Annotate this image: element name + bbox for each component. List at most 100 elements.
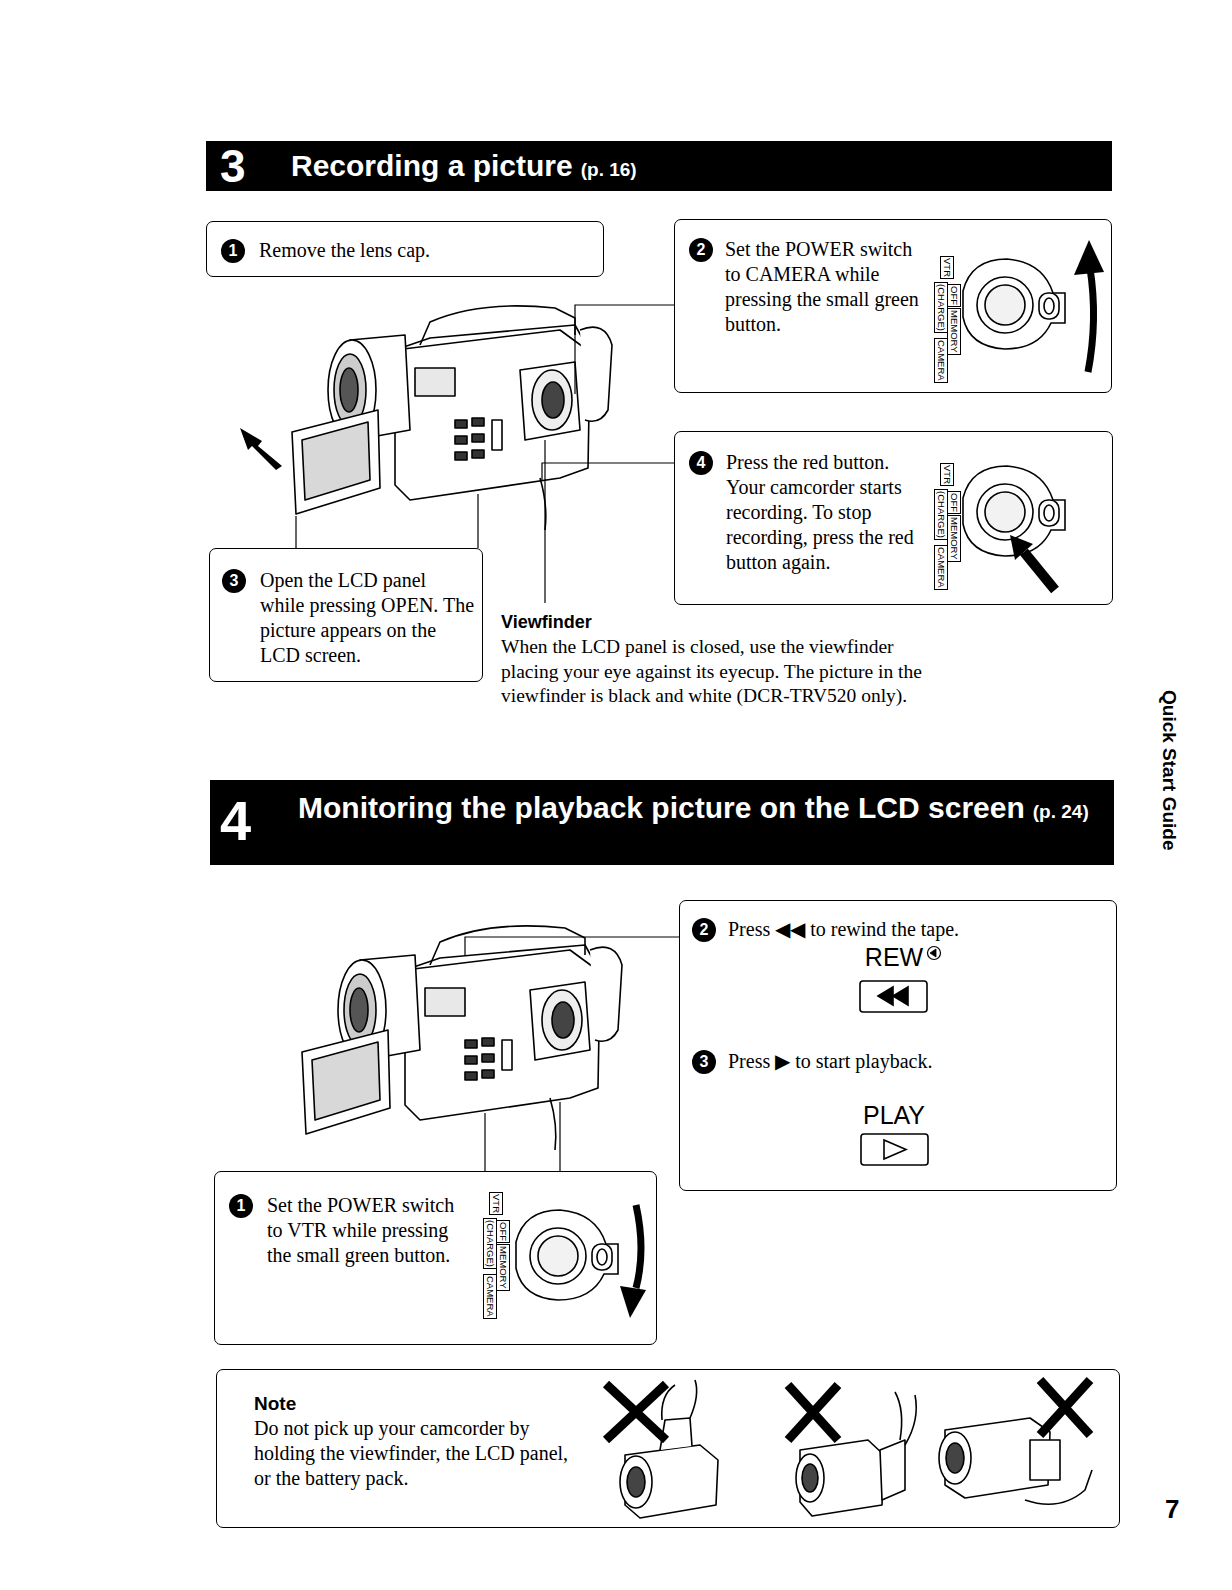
page-number: 7 — [1165, 1494, 1179, 1524]
switch-position-label: VTR — [489, 1192, 503, 1215]
switch-position-label: VTR — [940, 256, 954, 279]
text-group: 3 — [220, 141, 270, 191]
wrong-handling-illustration — [880, 1440, 905, 1500]
leader-line — [484, 1113, 485, 1171]
step-text: Do not pick up your camcorder by holding… — [254, 1416, 584, 1491]
text-group: Note — [254, 1392, 454, 1416]
cross-mark — [606, 1380, 1090, 1440]
leader-line — [542, 463, 674, 480]
camcorder-illustration — [292, 306, 612, 530]
text-group: REW — [834, 942, 954, 972]
direction-arrow — [1088, 268, 1094, 372]
wrong-handling-illustration — [620, 1380, 1092, 1518]
step-text: Open the LCD panel while pressing OPEN. … — [260, 568, 475, 668]
step-text: Press ◀◀ to rewind the tape. — [728, 917, 1088, 942]
section-heading: Recording a picture — [291, 149, 573, 182]
switch-position-label: OFF — [947, 284, 961, 307]
direction-arrow — [1074, 240, 1104, 275]
switch-position-label: CAMERA — [934, 545, 948, 590]
page-reference: (p. 16) — [581, 159, 637, 180]
step-number: 1 — [229, 1194, 253, 1218]
text-group: 1 — [221, 239, 247, 263]
text-group: 4 — [689, 451, 715, 475]
leader-line — [575, 305, 674, 394]
text-group: Do not pick up your camcorder by holding… — [254, 1416, 584, 1491]
step-box: 2 Press ◀◀ to rewind the tape.REW 3 Press ▶… — [679, 900, 1117, 1191]
switch-position-label: CAMERA — [483, 1274, 497, 1319]
switch-position-label: (CHARGE) — [483, 1218, 497, 1269]
step-box: 2 Set the POWER switch to CAMERA while pr… — [674, 219, 1112, 393]
wrong-handling-illustration — [946, 1443, 964, 1473]
text-group: Recording a picture (p. 16) — [291, 148, 1091, 184]
button-symbol — [861, 1134, 928, 1165]
text-group: PLAY — [834, 1100, 954, 1130]
switch-position-label: (CHARGE) — [934, 282, 948, 333]
step-text: Press the red button. Your camcorder sta… — [726, 450, 926, 575]
switch-position-label: CAMERA — [934, 338, 948, 383]
wrong-handling-illustration — [1030, 1440, 1060, 1480]
text-group: 4 — [220, 786, 280, 856]
step-number: 2 — [689, 238, 713, 262]
section-number: 4 — [220, 786, 280, 856]
button-symbol — [884, 1140, 906, 1159]
text-group: Open the LCD panel while pressing OPEN. … — [260, 568, 475, 668]
step-number: 4 — [689, 451, 713, 475]
text-group: Set the POWER switch to CAMERA while pre… — [725, 237, 920, 337]
power-switch-illustration — [963, 259, 1065, 349]
text-group: 3 — [222, 569, 248, 593]
direction-arrow — [620, 240, 1104, 1318]
note-box: NoteDo not pick up your camcorder by hol… — [216, 1369, 1120, 1528]
leader-line — [465, 937, 679, 956]
step-box: 1 Set the POWER switch to VTR while press… — [214, 1171, 657, 1345]
text-group: Monitoring the playback picture on the L… — [298, 793, 1098, 823]
text-group: Press the red button. Your camcorder sta… — [726, 450, 926, 575]
switch-position-label: OFF — [496, 1220, 510, 1243]
callout-text: When the LCD panel is closed, use the vi… — [501, 635, 941, 709]
cross-mark — [1040, 1380, 1090, 1435]
step-box: 4 Press the red button. Your camcorder st… — [674, 431, 1113, 605]
power-switch-illustration — [516, 1210, 618, 1300]
text-group: 2 — [692, 918, 718, 942]
step-text: Set the POWER switch to VTR while pressi… — [267, 1193, 472, 1268]
switch-position-label: OFF — [947, 491, 961, 514]
text-group: 1 — [229, 1194, 255, 1218]
text-group: Press ◀◀ to rewind the tape. — [728, 917, 1088, 942]
step-text: Remove the lens cap. — [259, 238, 594, 263]
page-reference: (p. 24) — [1033, 801, 1089, 822]
switch-position-label: VTR — [940, 463, 954, 486]
wrong-handling-illustration — [895, 1392, 916, 1445]
camcorder-illustration — [292, 306, 622, 1150]
switch-position-label: MEMORY — [496, 1244, 510, 1291]
cross-mark — [788, 1385, 838, 1440]
open-arrow — [240, 428, 282, 470]
text-group: 2 — [689, 238, 715, 262]
text-group: 3 — [692, 1050, 718, 1074]
step-number: 2 — [692, 918, 716, 942]
wrong-handling-illustration — [796, 1454, 824, 1502]
section-band: 3 Recording a picture (p. 16) — [206, 141, 1112, 191]
step-text: Press ▶ to start playback. — [728, 1049, 1088, 1074]
section-heading: Monitoring the playback picture on the L… — [298, 791, 1025, 824]
button-symbol — [860, 981, 927, 1012]
switch-position-label: MEMORY — [947, 515, 961, 562]
button-symbol — [928, 947, 941, 960]
wrong-handling-illustration — [627, 1467, 645, 1497]
callout-heading: Viewfinder — [501, 611, 721, 633]
switch-position-label: (CHARGE) — [934, 489, 948, 540]
cross-mark — [606, 1384, 666, 1440]
button-symbol — [893, 987, 908, 1005]
text-group: Remove the lens cap. — [259, 238, 594, 263]
button-label: PLAY — [834, 1100, 954, 1130]
note-heading: Note — [254, 1392, 454, 1416]
wrong-handling-illustration — [939, 1432, 971, 1484]
step-box: 3 Open the LCD panel while pressing OPEN.… — [209, 548, 483, 682]
text-group: Set the POWER switch to VTR while pressi… — [267, 1193, 472, 1268]
wrong-handling-illustration — [620, 1456, 652, 1508]
leader-line — [544, 440, 545, 603]
wrong-handling-illustration — [802, 1464, 818, 1492]
step-number: 1 — [221, 239, 245, 263]
step-text: Set the POWER switch to CAMERA while pre… — [725, 237, 920, 337]
direction-arrow — [620, 1286, 646, 1318]
step-number: 3 — [692, 1050, 716, 1074]
